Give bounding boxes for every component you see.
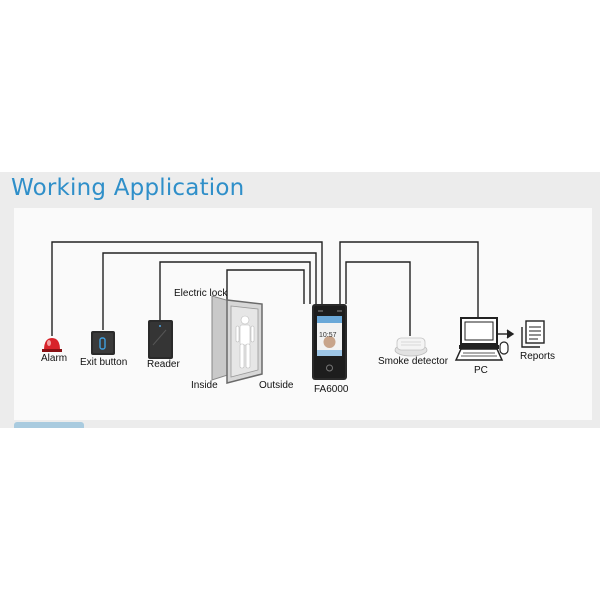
inside-label: Inside (191, 380, 218, 391)
alarm-label: Alarm (41, 353, 68, 364)
wire-electric-lock (226, 269, 305, 304)
reader-label: Reader (147, 359, 180, 370)
arrow-head (506, 329, 515, 339)
terminal-time: 10:57 (319, 332, 337, 339)
wire-exit-button (102, 252, 317, 330)
reader-icon (148, 320, 173, 359)
reports-icon (521, 320, 545, 348)
outside-label: Outside (259, 380, 294, 391)
section-title: Working Application (11, 175, 245, 201)
wire-smoke-detector (345, 261, 411, 336)
door-icon (211, 295, 263, 384)
exit-button-icon (91, 331, 115, 355)
wire-reader (159, 261, 311, 320)
terminal-label: FA6000 (314, 384, 349, 395)
smoke-detector-icon (394, 337, 428, 357)
terminal-icon (312, 304, 347, 380)
pc-icon (454, 317, 509, 361)
diagram-panel (14, 208, 592, 420)
wires (51, 241, 515, 339)
pc-label: PC (474, 365, 488, 376)
smoke-detector-label: Smoke detector (378, 356, 449, 367)
exit-button-label: Exit button (80, 357, 128, 368)
wire-pc (339, 241, 479, 318)
reports-label: Reports (520, 351, 556, 362)
alarm-icon (42, 338, 62, 352)
next-section-heading-cut (14, 422, 134, 428)
electric-lock-label: Electric lock (174, 288, 228, 299)
wire-alarm (51, 241, 323, 336)
